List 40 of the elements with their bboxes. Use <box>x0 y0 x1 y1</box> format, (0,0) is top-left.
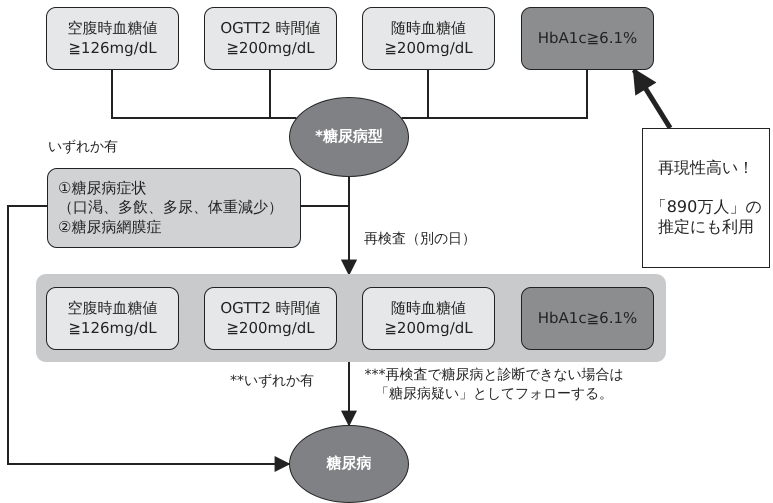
callout-text: 「890万人」の推定にも利用 <box>650 196 762 238</box>
symptom-text: （口渇、多飲、多尿、体重減少） <box>58 198 283 218</box>
criterion-value: ≧200mg/dL <box>384 38 473 58</box>
criteria-box <box>46 287 179 350</box>
arrow <box>7 205 291 472</box>
criteria-box <box>204 287 337 350</box>
footnote-text: ***再検査で糖尿病と診断できない場合は「糖尿病疑い」としてフォローする。 <box>364 366 624 404</box>
criterion-value: ≧200mg/dL <box>384 318 473 338</box>
criterion-name: 随時血糖値 <box>391 19 466 38</box>
criteria-box <box>521 7 654 70</box>
criteria-box <box>46 7 179 70</box>
callout-text: 再現性高い！ <box>658 158 754 179</box>
criteria-box <box>204 7 337 70</box>
criterion-name: 随時血糖値 <box>391 299 466 318</box>
criterion-value: ≧200mg/dL <box>226 318 315 338</box>
arrow <box>632 68 672 130</box>
criterion-value: ≧126mg/dL <box>68 38 157 58</box>
symptom-text: ②糖尿病網膜症 <box>58 218 162 238</box>
criteria-box <box>521 287 654 350</box>
criterion-name: 空腹時血糖値 <box>68 299 158 318</box>
arrow <box>301 205 357 276</box>
criterion-name: OGTT2 時間値 <box>220 299 321 318</box>
diagnosis-label: *糖尿病型 <box>315 127 383 147</box>
connector-line <box>269 70 296 119</box>
criterion-value: ≧200mg/dL <box>226 38 315 58</box>
arrow <box>341 362 357 427</box>
callout-box <box>642 128 770 268</box>
condition-label: いずれか有 <box>48 138 118 156</box>
criterion-value: HbA1c≧6.1% <box>538 28 638 48</box>
edge-label: **いずれか有 <box>228 372 316 390</box>
criterion-name: OGTT2 時間値 <box>220 19 321 38</box>
symptom-text: ①糖尿病症状 <box>58 178 146 198</box>
connector-line <box>402 70 588 119</box>
criterion-name: 空腹時血糖値 <box>68 19 158 38</box>
criterion-value: HbA1c≧6.1% <box>538 308 638 328</box>
criterion-value: ≧126mg/dL <box>68 318 157 338</box>
diagnosis-label: 糖尿病 <box>326 454 372 474</box>
criteria-box <box>362 7 495 70</box>
retest-panel <box>36 274 666 362</box>
criteria-box <box>362 287 495 350</box>
